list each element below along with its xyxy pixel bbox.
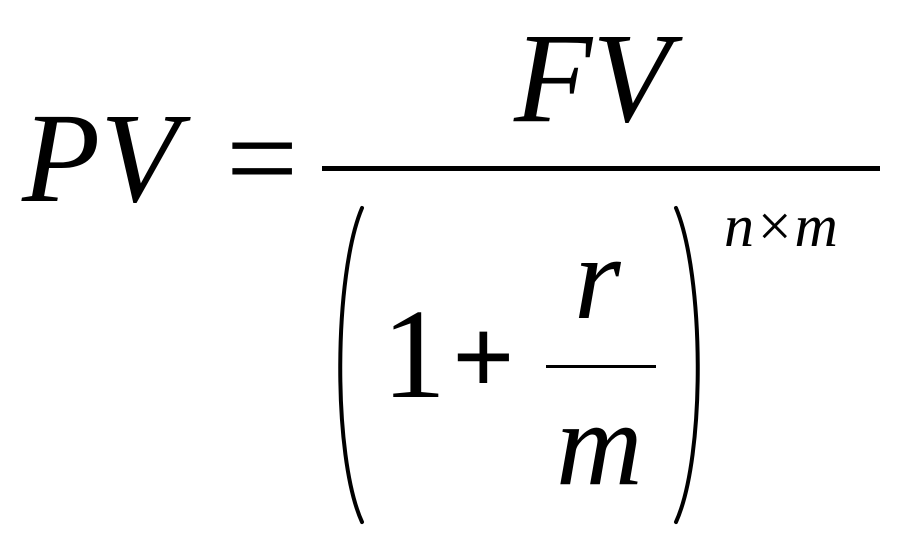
periods-variable: m (556, 377, 643, 510)
fraction-numerator: FV (514, 7, 671, 149)
right-parenthesis (674, 206, 700, 524)
formula-lhs: PV (22, 87, 179, 229)
inner-fraction-bar (546, 365, 656, 368)
left-parenthesis (338, 206, 364, 524)
exponent: n×m (724, 193, 838, 259)
equals-sign: = (226, 87, 299, 229)
rate-variable: r (574, 211, 621, 344)
constant-one: 1 (382, 283, 446, 425)
fraction-bar (322, 166, 880, 171)
plus-sign: + (452, 296, 515, 418)
